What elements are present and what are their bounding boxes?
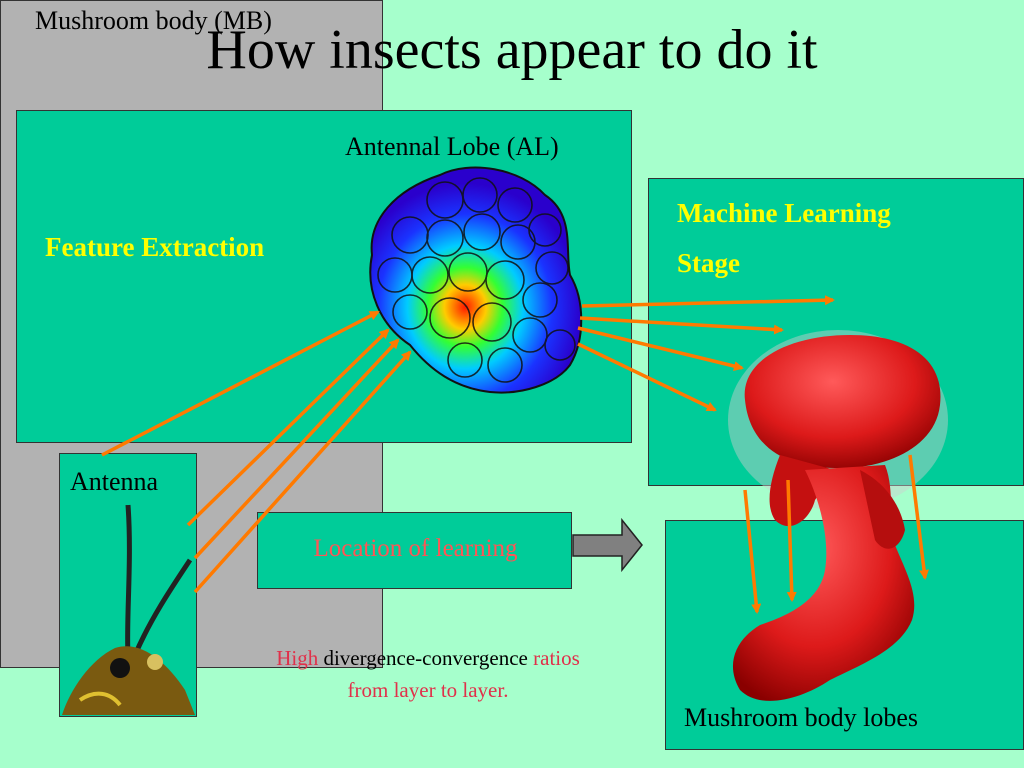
mushroom-lobes-label: Mushroom body lobes [684, 703, 918, 732]
location-of-learning-label: Location of learning [313, 535, 518, 562]
note-line2: from layer to layer. [347, 677, 509, 702]
note-word-high: High [276, 646, 319, 670]
antenna-label: Antenna [70, 467, 159, 496]
slide-title: How insects appear to do it [206, 19, 818, 81]
note-word-divergence: divergence-convergence [323, 646, 528, 670]
ml-stage-label-line2: Stage [677, 248, 740, 278]
mb-to-lobes-arrows [743, 454, 929, 614]
antennal-lobe-label: Antennal Lobe (AL) [345, 132, 559, 161]
divergence-note: High divergence-convergence ratios from … [208, 643, 648, 706]
ml-stage-label-line1: Machine Learning [677, 198, 891, 228]
location-arrow [572, 517, 643, 573]
antennal-lobe-image [369, 166, 583, 394]
location-of-learning-box: Location of learning [257, 512, 572, 589]
antenna-image [62, 504, 195, 715]
mushroom-body-image [728, 330, 948, 701]
mushroom-body-label: Mushroom body (MB) [35, 6, 272, 35]
note-word-ratios: ratios [533, 646, 580, 670]
al-to-mb-arrows [577, 295, 835, 412]
feature-extraction-label: Feature Extraction [45, 232, 265, 262]
antenna-to-al-arrows [101, 310, 412, 594]
